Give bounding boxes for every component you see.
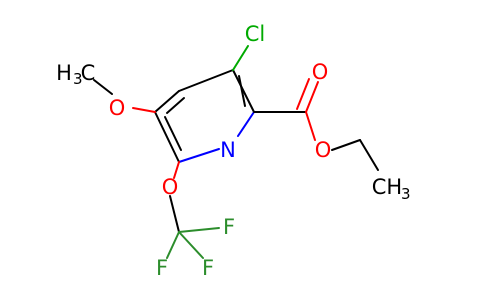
bond-c5-c4-inner bbox=[166, 97, 185, 114]
bond-c6-oocf3 bbox=[173, 161, 180, 179]
bond-ccarbonyl-oester bbox=[305, 111, 316, 141]
bond-ccarbonyl-ocarbonyl-2 bbox=[296, 78, 310, 110]
bond-c5-omethoxy bbox=[132, 107, 156, 113]
bond-c3-c2 bbox=[232, 69, 255, 113]
bond-n-c6 bbox=[178, 148, 220, 163]
bond-c3-cl bbox=[232, 45, 249, 71]
bond-c6-c5 bbox=[154, 111, 180, 163]
methyl-subscript: 3 bbox=[73, 70, 83, 88]
bond-oester-ch2 bbox=[331, 139, 361, 151]
pyridine-ring bbox=[154, 69, 255, 163]
methyl-c: C bbox=[81, 61, 96, 85]
atom-fluorine-right: F bbox=[223, 215, 235, 239]
ethyl-ch: CH bbox=[372, 175, 402, 199]
bond-c2-n bbox=[237, 111, 255, 137]
methyl-h: H bbox=[56, 61, 72, 85]
bond-c5-c4 bbox=[154, 90, 180, 113]
bond-cf3-f-right bbox=[178, 227, 220, 233]
atom-oxygen-ocf3: O bbox=[162, 175, 179, 199]
atom-oxygen-ester: O bbox=[315, 138, 332, 162]
bond-ch2-ch3 bbox=[359, 139, 379, 171]
methyl-group: H 3 C bbox=[56, 61, 95, 88]
atom-fluorine-bottom-right: F bbox=[202, 256, 214, 280]
bond-c2-c2-inner bbox=[238, 75, 246, 107]
bond-omethoxy-ch3 bbox=[93, 79, 113, 95]
atom-oxygen-methoxy: O bbox=[109, 96, 126, 120]
atom-oxygen-carbonyl: O bbox=[312, 60, 329, 84]
bond-c6-c5-inner bbox=[164, 116, 182, 151]
bond-c4-c3 bbox=[178, 69, 234, 92]
bond-oocf3-cf3 bbox=[169, 195, 180, 233]
ethyl-subscript: 3 bbox=[401, 185, 411, 203]
atom-chlorine: Cl bbox=[245, 22, 266, 46]
bond-ccarbonyl-ocarbonyl-1 bbox=[305, 81, 319, 113]
ethyl-methyl-group: CH 3 bbox=[372, 175, 411, 203]
bond-cf3-f-bottom-right bbox=[178, 231, 204, 259]
atom-fluorine-bottom-left: F bbox=[156, 256, 168, 280]
bond-cf3-f-bottom-left bbox=[166, 231, 180, 259]
atom-nitrogen: N bbox=[220, 138, 236, 162]
